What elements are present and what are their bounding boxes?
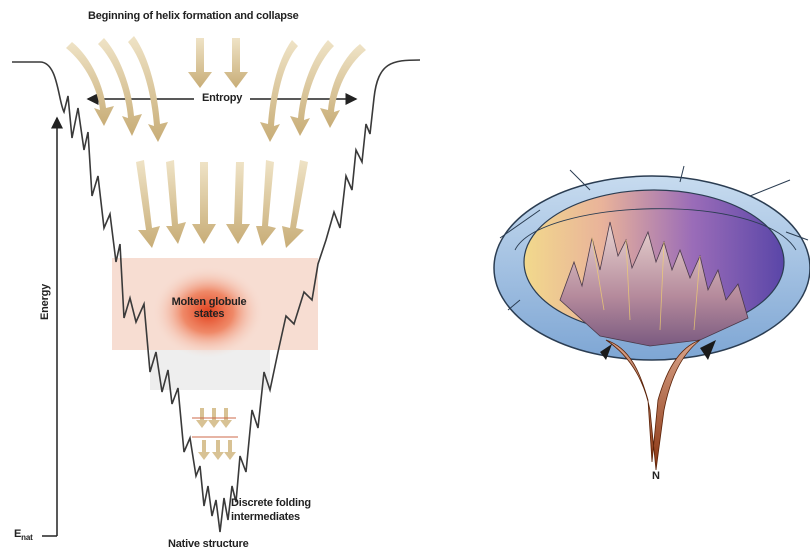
collapse-arrows-middle [136, 160, 308, 248]
native-structure-label: Native structure [168, 538, 249, 550]
enat-label: Enat [14, 528, 33, 542]
collapse-arrows-top [66, 36, 366, 142]
energy-landscape-3d [494, 166, 810, 470]
molten-label-line2: states [150, 308, 268, 320]
intermediates-line1: Discrete folding [231, 496, 311, 510]
funnel-title: Beginning of helix formation and collaps… [88, 10, 299, 22]
molten-label-line1: Molten globule [150, 296, 268, 308]
intermediates-line2: intermediates [231, 510, 311, 524]
intermediates-label: Discrete folding intermediates [231, 496, 311, 524]
enat-label-subscript: nat [21, 533, 32, 542]
native-state-n-label: N [652, 470, 660, 482]
molten-globule-label: Molten globule states [150, 296, 268, 320]
intermediate-arrows [196, 408, 236, 460]
entropy-label: Entropy [200, 92, 244, 104]
energy-axis-label: Energy [39, 284, 51, 320]
